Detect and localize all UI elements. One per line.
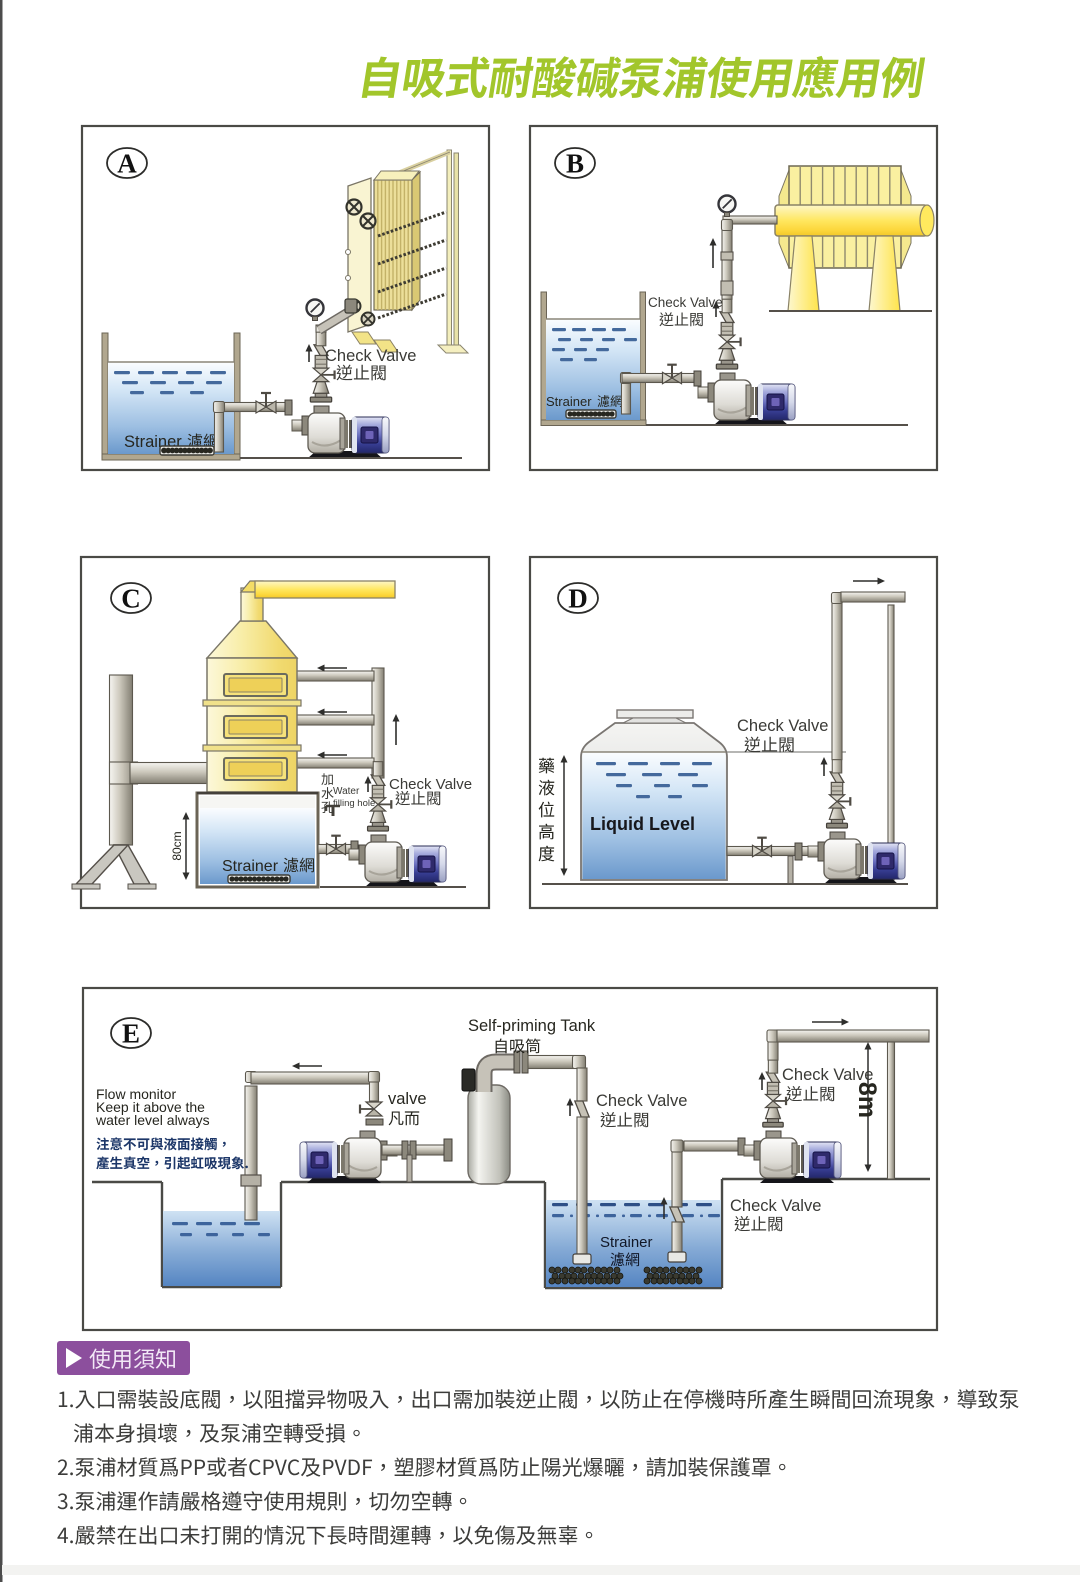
svg-text:Keep it above the: Keep it above the bbox=[96, 1099, 205, 1115]
svg-text:Check Valve: Check Valve bbox=[596, 1092, 687, 1110]
svg-text:Water: Water bbox=[333, 786, 360, 797]
svg-text:E: E bbox=[122, 1019, 140, 1049]
svg-text:Flow monitor: Flow monitor bbox=[96, 1086, 176, 1102]
svg-text:Liquid Level: Liquid Level bbox=[590, 814, 695, 834]
svg-text:80cm: 80cm bbox=[170, 831, 184, 860]
svg-text:Strainer: Strainer bbox=[546, 394, 592, 409]
svg-text:filling hole: filling hole bbox=[333, 798, 375, 809]
svg-text:Check Valve: Check Valve bbox=[389, 776, 472, 793]
svg-text:Self-priming Tank: Self-priming Tank bbox=[468, 1017, 596, 1035]
svg-text:Strainer: Strainer bbox=[222, 858, 279, 875]
svg-text:Check Valve: Check Valve bbox=[730, 1197, 821, 1215]
svg-text:Check Valve: Check Valve bbox=[782, 1066, 873, 1084]
svg-text:Check Valve: Check Valve bbox=[325, 347, 416, 365]
svg-text:Strainer: Strainer bbox=[600, 1234, 653, 1251]
svg-text:B: B bbox=[566, 149, 584, 179]
svg-text:8m: 8m bbox=[853, 1082, 881, 1118]
svg-text:water level always: water level always bbox=[95, 1112, 210, 1128]
svg-text:C: C bbox=[121, 584, 141, 614]
svg-text:D: D bbox=[568, 584, 588, 614]
svg-text:Check Valve: Check Valve bbox=[737, 717, 828, 735]
svg-text:Check Valve: Check Valve bbox=[648, 295, 723, 310]
svg-text:A: A bbox=[117, 149, 137, 179]
svg-text:valve: valve bbox=[388, 1090, 427, 1108]
